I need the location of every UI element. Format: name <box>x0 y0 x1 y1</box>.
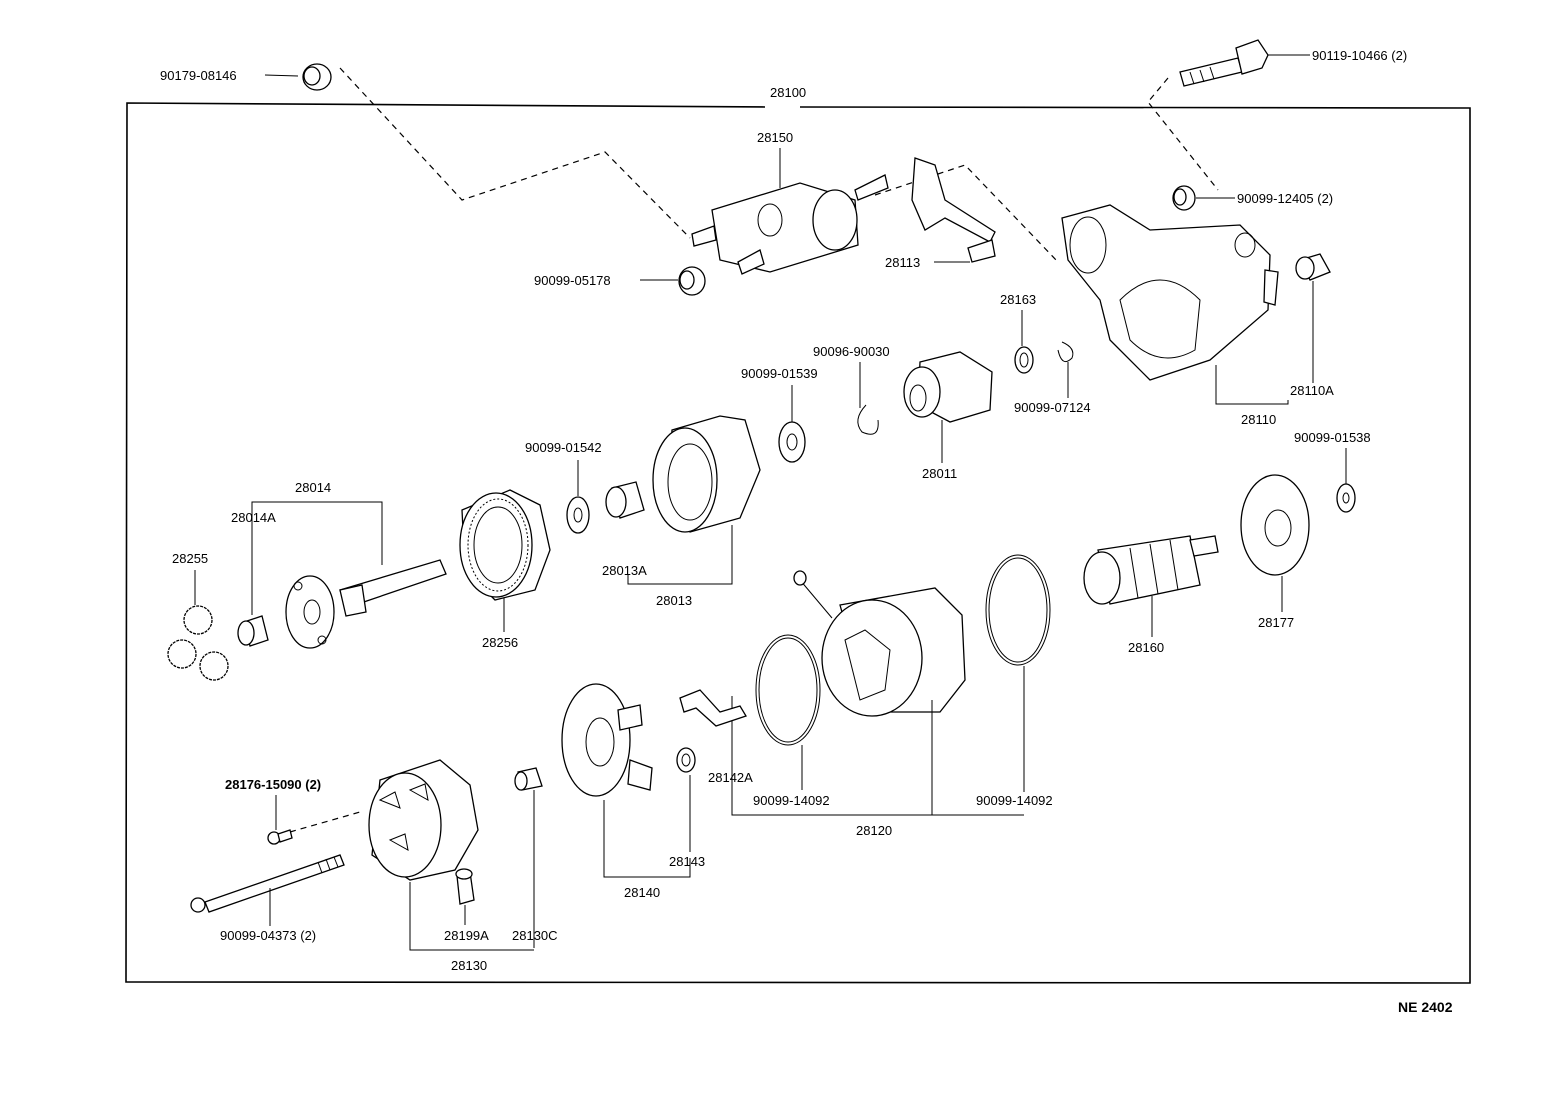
label-28120: 28120 <box>856 823 892 838</box>
part-90099-01542-washer[interactable]: 90099-01542 <box>525 440 602 534</box>
label-90179-08146: 90179-08146 <box>160 68 237 83</box>
label-28110A: 28110A <box>1290 383 1334 398</box>
label-90099-01542: 90099-01542 <box>525 440 602 455</box>
label-28130: 28130 <box>451 958 487 973</box>
part-28130C-bushing[interactable]: 28130C <box>512 767 558 948</box>
label-28110: 28110 <box>1241 412 1276 427</box>
part-90099-14092-o-ring-left[interactable]: 90099-14092 <box>753 634 830 808</box>
label-28150: 28150 <box>757 130 793 145</box>
part-28110-housing[interactable]: 28110 <box>1061 204 1289 427</box>
part-28014-planetary-shaft[interactable]: 28014 28014A <box>231 480 447 649</box>
part-28013A-bushing[interactable]: 28013A <box>602 481 647 578</box>
part-28130-commutator-end-frame[interactable]: 28130 <box>368 759 534 973</box>
label-28142A: 28142A <box>708 770 753 785</box>
part-90179-08146-nut[interactable]: 90179-08146 <box>160 63 332 91</box>
label-28113: 28113 <box>885 255 920 270</box>
part-28143-spring[interactable]: 28143 <box>669 747 705 869</box>
part-28011-pinion-gear[interactable]: 28011 <box>903 351 993 481</box>
part-28110A-bushing[interactable]: 28110A <box>1290 253 1334 398</box>
diagram-code: NE 2402 <box>1398 999 1453 1015</box>
label-28256: 28256 <box>482 635 518 650</box>
assembly-frame-28100: 28100 <box>125 85 1471 984</box>
dashed-connectors <box>289 67 1219 833</box>
label-90096-90030: 90096-90030 <box>813 344 890 359</box>
part-90099-01539-washer[interactable]: 90099-01539 <box>741 366 818 463</box>
label-90119-10466: 90119-10466 (2) <box>1312 48 1407 63</box>
part-28120-field-yoke[interactable]: 28120 <box>731 570 1024 838</box>
part-28142A-brush-spring[interactable]: 28142A <box>679 689 753 785</box>
part-90119-10466-bolt[interactable]: 90119-10466 (2) <box>1179 39 1407 87</box>
part-90099-04373-through-bolt[interactable]: 90099-04373 (2) <box>190 854 345 943</box>
label-28163: 28163 <box>1000 292 1036 307</box>
part-28176-15090-screw[interactable]: 28176-15090 (2) <box>225 777 321 845</box>
label-28100: 28100 <box>770 85 806 100</box>
label-90099-04373: 90099-04373 (2) <box>220 928 316 943</box>
part-90096-90030-clip[interactable]: 90096-90030 <box>813 344 890 435</box>
label-90099-07124: 90099-07124 <box>1014 400 1091 415</box>
label-28011: 28011 <box>922 466 957 481</box>
label-90099-01538: 90099-01538 <box>1294 430 1371 445</box>
label-28199A: 28199A <box>444 928 489 943</box>
label-28014A: 28014A <box>231 510 276 525</box>
part-90099-01538-washer[interactable]: 90099-01538 <box>1294 430 1371 513</box>
label-90099-01539: 90099-01539 <box>741 366 818 381</box>
part-28013-clutch-housing[interactable]: 28013 <box>627 415 761 608</box>
label-28140: 28140 <box>624 885 660 900</box>
label-90099-14092-left: 90099-14092 <box>753 793 830 808</box>
part-28177-end-plate[interactable]: 28177 <box>1240 474 1310 630</box>
part-28255-planetary-gears[interactable]: 28255 <box>167 551 229 681</box>
part-28163-washer[interactable]: 28163 <box>1000 292 1036 374</box>
label-28013A: 28013A <box>602 563 647 578</box>
part-28160-armature[interactable]: 28160 <box>1083 535 1219 655</box>
label-28014: 28014 <box>295 480 331 495</box>
label-28013: 28013 <box>656 593 692 608</box>
label-90099-12405: 90099-12405 (2) <box>1237 191 1333 206</box>
part-90099-07124-snap-ring[interactable]: 90099-07124 <box>1014 341 1091 415</box>
label-28255: 28255 <box>172 551 208 566</box>
part-28014A-bushing[interactable] <box>237 530 269 647</box>
part-28113-lever[interactable]: 28113 <box>885 157 996 270</box>
label-28176-15090: 28176-15090 (2) <box>225 777 321 792</box>
part-28140-brush-holder[interactable]: 28140 <box>561 683 691 900</box>
label-28143: 28143 <box>669 854 705 869</box>
label-28130C: 28130C <box>512 928 558 943</box>
part-28256-internal-gear[interactable]: 28256 <box>459 489 551 650</box>
label-28177: 28177 <box>1258 615 1294 630</box>
label-90099-14092-right: 90099-14092 <box>976 793 1053 808</box>
part-28150-solenoid[interactable]: 28150 <box>691 130 889 275</box>
part-90099-12405-nut[interactable]: 90099-12405 (2) <box>1172 185 1333 211</box>
label-28160: 28160 <box>1128 640 1164 655</box>
part-90099-14092-o-ring-right[interactable]: 90099-14092 <box>976 554 1053 808</box>
part-28199A-bushing[interactable]: 28199A <box>444 868 489 943</box>
label-90099-05178: 90099-05178 <box>534 273 611 288</box>
part-90099-05178-bushing[interactable]: 90099-05178 <box>534 266 706 296</box>
